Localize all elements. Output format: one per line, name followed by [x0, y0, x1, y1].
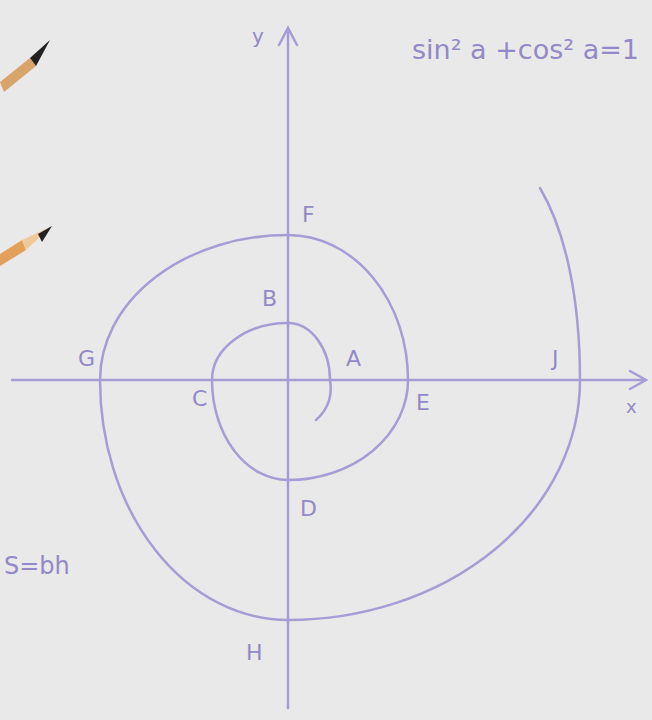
formula: S=bh — [4, 554, 70, 578]
pencil-body — [0, 58, 36, 92]
formula: sin² a +cos² a=1 — [412, 36, 639, 63]
point-label: A — [346, 348, 361, 370]
pencil-tip — [30, 40, 50, 66]
pencil-tip — [38, 226, 52, 242]
point-label: H — [246, 642, 263, 664]
point-label: F — [302, 204, 315, 226]
point-label: D — [300, 498, 317, 520]
y-arrow — [279, 28, 297, 45]
point-label: B — [262, 288, 277, 310]
point-label: E — [416, 392, 430, 414]
point-label: G — [78, 348, 95, 370]
axis-name: x — [626, 398, 637, 416]
axis-name: y — [252, 26, 264, 46]
pencil — [0, 226, 52, 266]
pencil — [0, 40, 50, 92]
spiral-curve — [100, 188, 580, 620]
point-label: C — [192, 388, 207, 410]
x-axis — [12, 379, 644, 382]
y-axis — [287, 30, 290, 708]
x-arrow — [630, 371, 646, 389]
pencil-body — [0, 240, 26, 266]
point-label: J — [552, 348, 559, 370]
pencil-wood — [22, 226, 52, 250]
